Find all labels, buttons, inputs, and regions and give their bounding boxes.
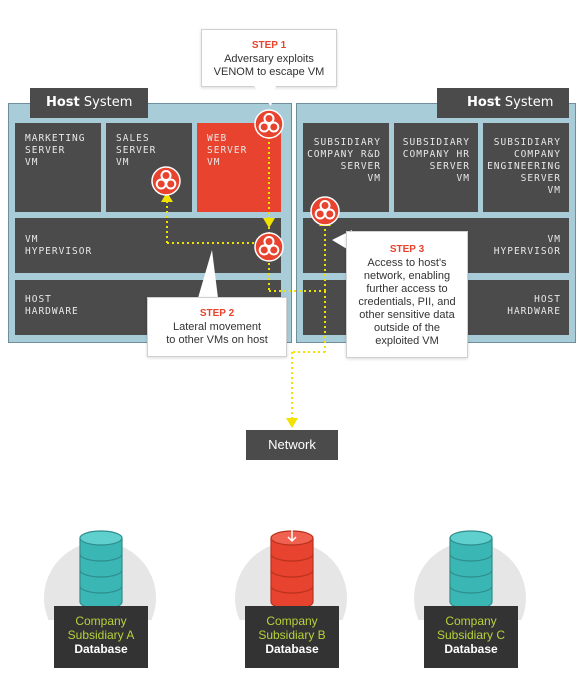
step1-desc: Adversary exploits VENOM to escape VM [213,53,325,78]
step3-callout: STEP 3 Access to host's network, enablin… [346,231,468,358]
left-host-title: Host System [30,88,148,118]
hr-server-vm[interactable]: SUBSIDIARY COMPANY HR SERVER VM [394,123,478,212]
left-hypervisor-label: VM HYPERVISOR [25,234,93,257]
network-node[interactable]: Network [246,430,338,460]
database-a-label: Company Subsidiary A Database [54,606,148,668]
web-label: WEB SERVER VM [207,133,248,168]
step1-pointer [254,86,276,106]
database-icon [44,530,156,620]
database-c-group[interactable]: Company Subsidiary C Database [414,520,528,675]
arrow-down-icon [287,529,297,543]
step2-pointer [198,250,218,298]
hr-label: SUBSIDIARY COMPANY HR SERVER VM [402,137,470,184]
database-icon [414,530,526,620]
database-b-group[interactable]: Company Subsidiary B Database [235,520,349,675]
step2-callout: STEP 2 Lateral movement to other VMs on … [147,297,287,357]
database-icon [235,529,347,620]
right-host-title: Host System [437,88,569,118]
biohazard-icon [254,232,284,262]
database-a-group[interactable]: Company Subsidiary A Database [44,520,158,675]
marketing-server-vm[interactable]: MARKETING SERVER VM [15,123,101,212]
step3-desc: Access to host's network, enabling furth… [358,257,456,347]
database-b-name: Company Subsidiary B [258,614,326,642]
sales-server-vm[interactable]: SALES SERVER VM [106,123,192,212]
rnd-server-vm[interactable]: SUBSIDIARY COMPANY R&D SERVER VM [303,123,389,212]
database-b-label: Company Subsidiary B Database [245,606,339,668]
rnd-label: SUBSIDIARY COMPANY R&D SERVER VM [307,137,381,184]
network-label: Network [268,437,316,452]
right-hypervisor-label: VM HYPERVISOR [493,234,561,257]
left-vm-hypervisor[interactable]: VM HYPERVISOR [15,218,281,273]
biohazard-icon [310,196,340,226]
database-c-label: Company Subsidiary C Database [424,606,518,668]
database-c-name: Company Subsidiary C [436,614,506,642]
step1-callout: STEP 1 Adversary exploits VENOM to escap… [201,29,337,87]
database-b-kind: Database [265,642,319,656]
database-a-name: Company Subsidiary A [67,614,135,642]
biohazard-icon [254,109,284,139]
right-hardware-label: HOST HARDWARE [507,294,561,317]
step3-title: STEP 3 [389,244,425,255]
database-c-kind: Database [444,642,498,656]
step1-title: STEP 1 [251,40,287,51]
sales-label: SALES SERVER VM [116,133,157,168]
database-a-kind: Database [74,642,128,656]
engineering-server-vm[interactable]: SUBSIDIARY COMPANY ENGINEERING SERVER VM [483,123,569,212]
biohazard-icon [151,166,181,196]
marketing-label: MARKETING SERVER VM [25,133,86,168]
step2-title: STEP 2 [199,308,235,319]
left-hardware-label: HOST HARDWARE [25,294,79,317]
step2-desc: Lateral movement to other VMs on host [166,321,268,346]
engineering-label: SUBSIDIARY COMPANY ENGINEERING SERVER VM [487,137,561,196]
